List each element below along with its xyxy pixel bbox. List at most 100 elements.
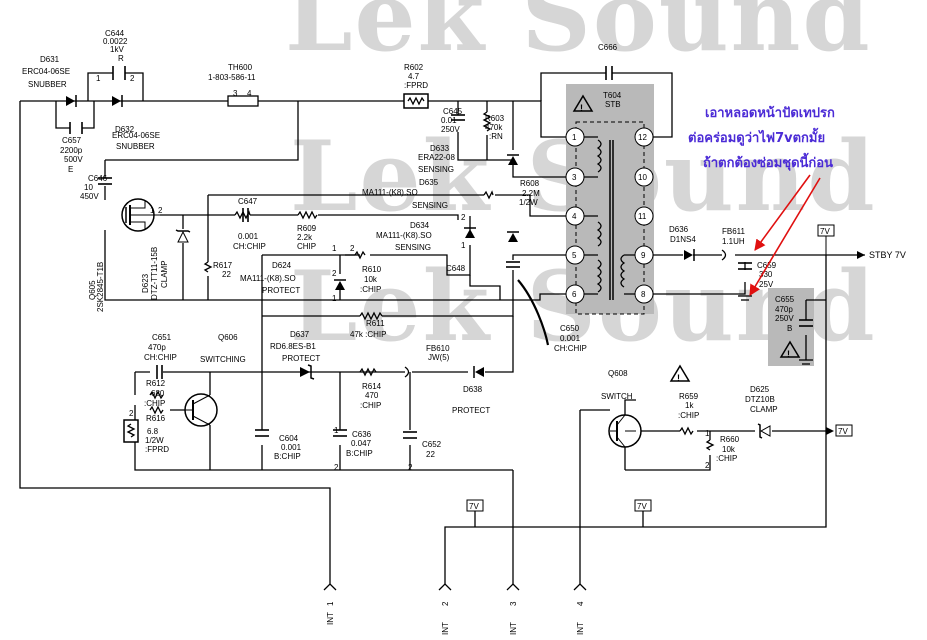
svg-text:SENSING: SENSING <box>412 201 448 210</box>
pin-label: 8 <box>641 290 646 299</box>
svg-text:2SK2845-T1B: 2SK2845-T1B <box>96 262 105 312</box>
pin-label: 10 <box>638 173 647 182</box>
svg-text:MA111-(K8).SO: MA111-(K8).SO <box>240 274 296 283</box>
svg-text:CH:CHIP: CH:CHIP <box>554 344 587 353</box>
stby-arrow <box>857 251 865 259</box>
svg-text:4.7: 4.7 <box>408 72 420 81</box>
diode-d634 <box>464 227 476 238</box>
repair-annotation: เอาหลอดหน้าปัดเทปรก ต่อคร่อมดูว่าไฟ7vตกม… <box>688 105 835 171</box>
svg-text:D632: D632 <box>115 125 135 134</box>
watermark-1: Lek Sound <box>285 0 872 73</box>
stby-label: STBY 7V <box>869 250 906 260</box>
svg-text:ERC04-06SE: ERC04-06SE <box>112 131 160 140</box>
svg-text::CHIP: :CHIP <box>360 285 381 294</box>
svg-text:2: 2 <box>705 461 710 470</box>
diode-d638 <box>473 366 484 378</box>
svg-text:250V: 250V <box>441 125 460 134</box>
svg-text:2: 2 <box>158 206 163 215</box>
annotation-arrow <box>754 174 811 251</box>
svg-text:R612: R612 <box>146 379 166 388</box>
mosfet-q605 <box>121 198 160 232</box>
svg-text:1: 1 <box>96 74 101 83</box>
svg-text:D633: D633 <box>430 144 450 153</box>
svg-text:0.001: 0.001 <box>238 232 259 241</box>
transformer-pins-left: 1 3 4 5 6 <box>565 127 585 304</box>
svg-text:C646: C646 <box>88 174 108 183</box>
svg-text:1: 1 <box>334 426 339 435</box>
svg-text:B: B <box>787 324 792 333</box>
svg-text:CHIP: CHIP <box>297 242 316 251</box>
transistor-q608 <box>608 414 642 448</box>
svg-text:RD6.8ES-B1: RD6.8ES-B1 <box>270 342 316 351</box>
net-flag-7v: 7V <box>634 499 652 512</box>
svg-text:!: ! <box>787 349 790 359</box>
pin-label: 5 <box>572 251 577 260</box>
svg-text::CHIP: :CHIP <box>678 411 699 420</box>
svg-text:DTZ10B: DTZ10B <box>745 395 775 404</box>
svg-text:1: 1 <box>150 206 155 215</box>
annotation-line-1: เอาหลอดหน้าปัดเทปรก <box>705 105 835 121</box>
diode-d631 <box>66 95 77 107</box>
svg-text:2.2M: 2.2M <box>522 189 540 198</box>
svg-text:C647: C647 <box>238 197 258 206</box>
svg-text:3: 3 <box>233 89 238 98</box>
capacitors <box>69 66 813 439</box>
net-arrow <box>826 427 834 435</box>
ferrite-bead-fb611 <box>721 249 727 261</box>
svg-text:D634: D634 <box>410 221 430 230</box>
svg-text:CH:CHIP: CH:CHIP <box>233 242 266 251</box>
svg-text:CH:CHIP: CH:CHIP <box>144 353 177 362</box>
svg-text:SWITCHING: SWITCHING <box>200 355 246 364</box>
svg-text:D624: D624 <box>272 261 292 270</box>
svg-text:1: 1 <box>461 241 466 250</box>
svg-text::FPRD: :FPRD <box>404 81 428 90</box>
svg-text:R608: R608 <box>520 179 540 188</box>
svg-text:10: 10 <box>84 183 93 192</box>
svg-text:47k :CHIP: 47k :CHIP <box>350 330 386 339</box>
net-flag-7v: 7V <box>817 224 835 255</box>
svg-text:2: 2 <box>350 244 355 253</box>
warning-icon: ! <box>669 364 691 383</box>
svg-text:680: 680 <box>151 389 165 398</box>
svg-text:2: 2 <box>129 409 134 418</box>
ground-symbol <box>738 295 813 365</box>
warning-icon: ! <box>572 94 594 113</box>
svg-text:D623: D623 <box>141 273 150 293</box>
svg-text:R614: R614 <box>362 382 382 391</box>
svg-text:1: 1 <box>332 244 337 253</box>
svg-text::CHIP: :CHIP <box>716 454 737 463</box>
svg-text:330: 330 <box>759 270 773 279</box>
svg-text:FB611: FB611 <box>722 227 746 236</box>
svg-text:C650: C650 <box>560 324 580 333</box>
svg-text:2: 2 <box>334 463 339 472</box>
net-flag-7v: 7V <box>835 424 853 437</box>
svg-text:Q606: Q606 <box>218 333 238 342</box>
svg-text:C657: C657 <box>62 136 82 145</box>
svg-text:1/2W: 1/2W <box>519 198 538 207</box>
svg-text:7V: 7V <box>637 502 647 511</box>
annotation-arrow <box>749 177 821 296</box>
svg-text:250V: 250V <box>775 314 794 323</box>
svg-text::RN: :RN <box>489 132 503 141</box>
connector-2-label: INT <box>441 622 450 635</box>
pin-label: 1 <box>572 133 577 142</box>
pin-label: 6 <box>572 290 577 299</box>
pin-label: 9 <box>641 251 646 260</box>
connector-num: 1 <box>326 601 335 606</box>
net-flag-7v: 7V <box>466 499 484 512</box>
zener-d625 <box>757 423 771 439</box>
diode-d636 <box>684 249 695 261</box>
diode-d632 <box>112 95 123 107</box>
svg-text:C648: C648 <box>446 264 466 273</box>
svg-text:7V: 7V <box>838 427 848 436</box>
svg-text:SNUBBER: SNUBBER <box>116 142 155 151</box>
svg-text:1k: 1k <box>685 401 694 410</box>
svg-text:2: 2 <box>130 74 135 83</box>
svg-text:PROTECT: PROTECT <box>262 286 300 295</box>
svg-text:1-803-586-11: 1-803-586-11 <box>208 73 256 82</box>
pin-label: 4 <box>572 212 577 221</box>
svg-text:450V: 450V <box>80 192 99 201</box>
svg-text:MA111-(K8).SO: MA111-(K8).SO <box>362 188 418 197</box>
svg-text:Q608: Q608 <box>608 369 628 378</box>
